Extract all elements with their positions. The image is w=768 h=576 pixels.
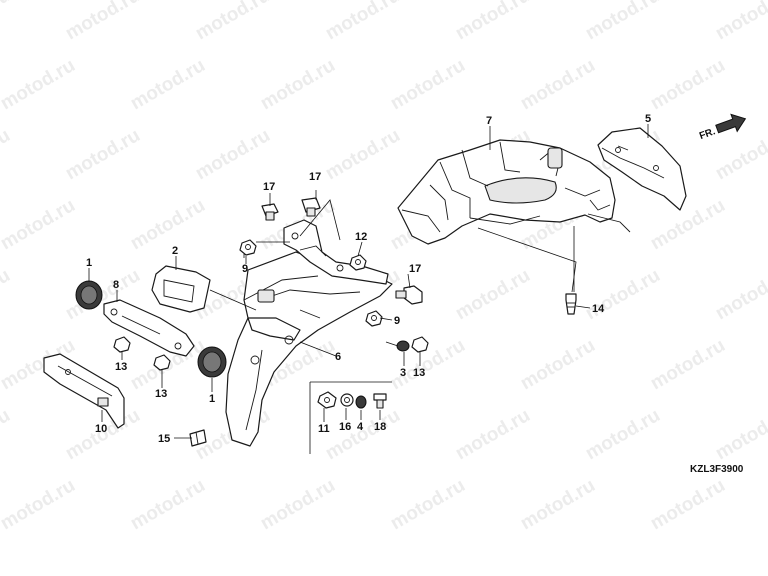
diagram-code: KZL3F3900 [690,464,744,475]
hardware-group-box [309,381,392,454]
callout-5: 5 [645,113,651,125]
callout-6: 6 [335,351,341,363]
watermark-text: motod.ru [0,195,79,254]
grommet-3[interactable] [396,340,410,352]
front-label: FR. [698,126,717,142]
nut-11[interactable] [317,391,337,409]
callout-1-upper: 1 [86,257,92,269]
watermark-text: motod.ru [192,0,274,44]
callout-labels: 1 1 2 3 4 5 6 7 8 9 9 10 11 12 13 13 13 … [86,113,651,445]
watermark-text: motod.ru [712,0,768,44]
reflector-upper[interactable] [75,280,103,310]
callout-13-left: 13 [115,361,127,373]
nut-9-lower[interactable] [365,310,383,327]
callout-16: 16 [339,421,351,433]
watermark-text: motod.ru [127,55,209,114]
watermark-text: motod.ru [647,195,729,254]
nut-13-right[interactable] [411,336,429,353]
callout-15: 15 [158,433,170,445]
callout-13-middle: 13 [155,388,167,400]
bolt-17-upper-right[interactable] [301,197,321,217]
watermark-text: motod.ru [387,55,469,114]
callout-17-middle: 17 [309,171,321,183]
watermark-text: motod.ru [0,55,79,114]
bolt-17-upper-left[interactable] [261,203,279,221]
watermark-text: motod.ru [582,405,664,464]
watermark-text: motod.ru [582,265,664,324]
watermark-text: motod.ru [712,265,768,324]
socket-15[interactable] [189,429,207,447]
callout-14: 14 [592,303,605,315]
watermark-text: motod.ru [647,335,729,394]
watermark-text: motod.ru [322,405,404,464]
lower-plate-bracket[interactable] [43,353,125,429]
callout-17-right: 17 [409,263,421,275]
watermark-text: motod.ru [517,55,599,114]
screw-18[interactable] [373,393,387,409]
rear-inner-fender[interactable] [397,139,631,245]
watermark-text: motod.ru [192,125,274,184]
watermark-text: motod.ru [0,0,14,44]
watermark-text: motod.ru [127,475,209,534]
watermark-text: motod.ru [322,125,404,184]
watermark-text: motod.ru [0,405,14,464]
callout-12: 12 [355,231,367,243]
watermark-text: motod.ru [647,55,729,114]
watermark-text: motod.ru [62,0,144,44]
nut-9-upper[interactable] [239,239,257,256]
callout-9-left: 9 [242,263,248,275]
callout-8: 8 [113,279,119,291]
screw-14[interactable] [565,293,577,315]
watermark-text: motod.ru [0,475,79,534]
watermark-text: motod.ru [452,405,534,464]
watermark-text: motod.ru [322,0,404,44]
watermark-text: motod.ru [0,125,14,184]
callout-3: 3 [400,367,406,379]
front-direction-indicator: FR. [698,113,747,142]
watermark-text: motod.ru [517,475,599,534]
grommet-4[interactable] [355,395,367,409]
callout-2: 2 [172,245,178,257]
bolt-17-right[interactable] [395,285,423,305]
license-light-lens[interactable] [151,265,211,313]
callout-7: 7 [486,115,492,127]
watermark-text: motod.ru [257,55,339,114]
watermark-text: motod.ru [127,195,209,254]
callout-9-right: 9 [394,315,400,327]
watermark-text: motod.ru [582,0,664,44]
watermark-text: motod.ru [712,125,768,184]
watermark-layer: motod.ru motod.ru motod.ru motod.ru motod.ru… [0,0,768,534]
callout-1-lower: 1 [209,393,215,405]
reflector-stay[interactable] [103,299,195,357]
leader-lines [88,124,649,439]
watermark-text: motod.ru [517,335,599,394]
nut-13-middle[interactable] [153,354,171,371]
watermark-text: motod.ru [452,265,534,324]
watermark-text: motod.ru [647,475,729,534]
watermark-text: motod.ru [712,405,768,464]
rear-fender-cover[interactable] [597,127,687,211]
watermark-text: motod.ru [257,475,339,534]
callout-4: 4 [357,421,364,433]
watermark-text: motod.ru [452,0,534,44]
washer-16[interactable] [340,393,354,407]
front-arrow-icon [715,113,747,134]
nut-12[interactable] [349,254,367,271]
watermark-text: motod.ru [0,265,14,324]
watermark-text: motod.ru [387,475,469,534]
callout-10: 10 [95,423,107,435]
callout-11: 11 [318,423,330,435]
watermark-text: motod.ru [62,125,144,184]
reflector-lower[interactable] [197,346,227,378]
callout-13-right: 13 [413,367,425,379]
callout-17-left: 17 [263,181,275,193]
nut-13-left[interactable] [113,336,131,353]
callout-18: 18 [374,421,386,433]
